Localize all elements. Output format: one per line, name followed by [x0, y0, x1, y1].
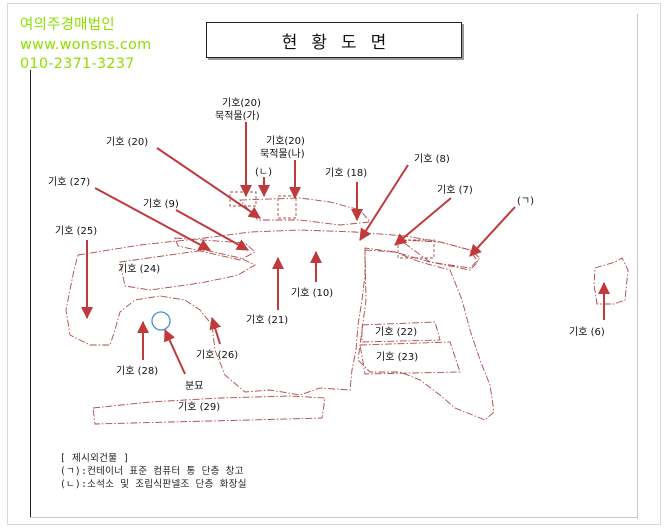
label-giyeok: (ㄱ) — [517, 196, 534, 207]
left-border-line — [30, 70, 31, 518]
bottom-border-line — [30, 517, 638, 518]
label-20-mid: 기호(20) — [266, 135, 305, 147]
notes-header: [ 제시외건물 ] — [60, 453, 130, 464]
grave-circle — [151, 311, 171, 331]
label-29: 기호 (29) — [178, 401, 220, 413]
label-26: 기호 (26) — [196, 349, 238, 361]
arrow-grave — [164, 329, 186, 375]
label-9: 기호 (9) — [143, 198, 179, 210]
label-20-mid-sub: 묵적물(나) — [260, 148, 305, 160]
label-28: 기호 (28) — [116, 365, 158, 377]
arrow-20-left — [156, 147, 261, 219]
label-23: 기호 (23) — [376, 351, 418, 363]
parcel-outline-main — [65, 229, 481, 396]
watermark-company: 여의주경매법인 — [20, 17, 115, 33]
arrow-26 — [209, 317, 221, 345]
label-7: 기호 (7) — [437, 184, 473, 196]
label-10: 기호 (10) — [291, 287, 333, 299]
right-border-line — [637, 14, 638, 519]
parcel-outline-6 — [593, 257, 629, 305]
notes-line-2: (ㄴ):소석소 및 조립식판넬조 단층 화장실 — [60, 479, 247, 490]
structure-na — [277, 195, 297, 219]
arrow-9 — [175, 209, 249, 251]
structure-ga — [229, 191, 257, 207]
label-24: 기호 (24) — [118, 263, 160, 275]
arrow-giyeok — [469, 206, 516, 257]
label-6: 기호 (6) — [569, 326, 605, 338]
page-title: 현황도면 — [281, 32, 401, 53]
label-20-top-sub: 묵적물(가) — [215, 110, 260, 122]
label-18: 기호 (18) — [325, 167, 367, 179]
parcel-outline-24 — [119, 249, 256, 291]
structure-container — [397, 239, 435, 259]
parcel-outline-29 — [92, 395, 326, 425]
watermark: 여의주경매법인 www.wonsns.com 010-2371-3237 — [20, 16, 151, 75]
label-8: 기호 (8) — [414, 153, 450, 165]
label-grave: 분묘 — [185, 380, 203, 392]
label-21: 기호 (21) — [246, 314, 288, 326]
watermark-phone: 010-2371-3237 — [20, 56, 135, 72]
label-nieun: (ㄴ) — [255, 167, 272, 178]
parcel-outline-23 — [359, 341, 461, 375]
parcel-outline-7 — [398, 239, 479, 271]
parcel-outline-right — [357, 249, 495, 421]
arrow-27 — [94, 187, 211, 251]
label-22: 기호 (22) — [375, 326, 417, 338]
label-27: 기호 (27) — [48, 176, 90, 188]
parcel-outline-22 — [361, 321, 441, 343]
page-frame — [7, 3, 661, 525]
arrow-8 — [359, 164, 409, 241]
parcel-outline-top — [239, 197, 371, 226]
notes-line-1: (ㄱ):컨테이너 표준 컴퓨터 통 단층 창고 — [60, 466, 244, 477]
watermark-website: www.wonsns.com — [20, 36, 152, 53]
label-25: 기호 (25) — [55, 225, 97, 237]
label-20-top: 기호(20) — [222, 97, 261, 109]
arrow-7 — [394, 197, 452, 246]
label-20-left: 기호 (20) — [106, 136, 148, 148]
title-box: 현황도면 — [206, 22, 462, 58]
parcel-outline-27-9 — [174, 237, 256, 261]
